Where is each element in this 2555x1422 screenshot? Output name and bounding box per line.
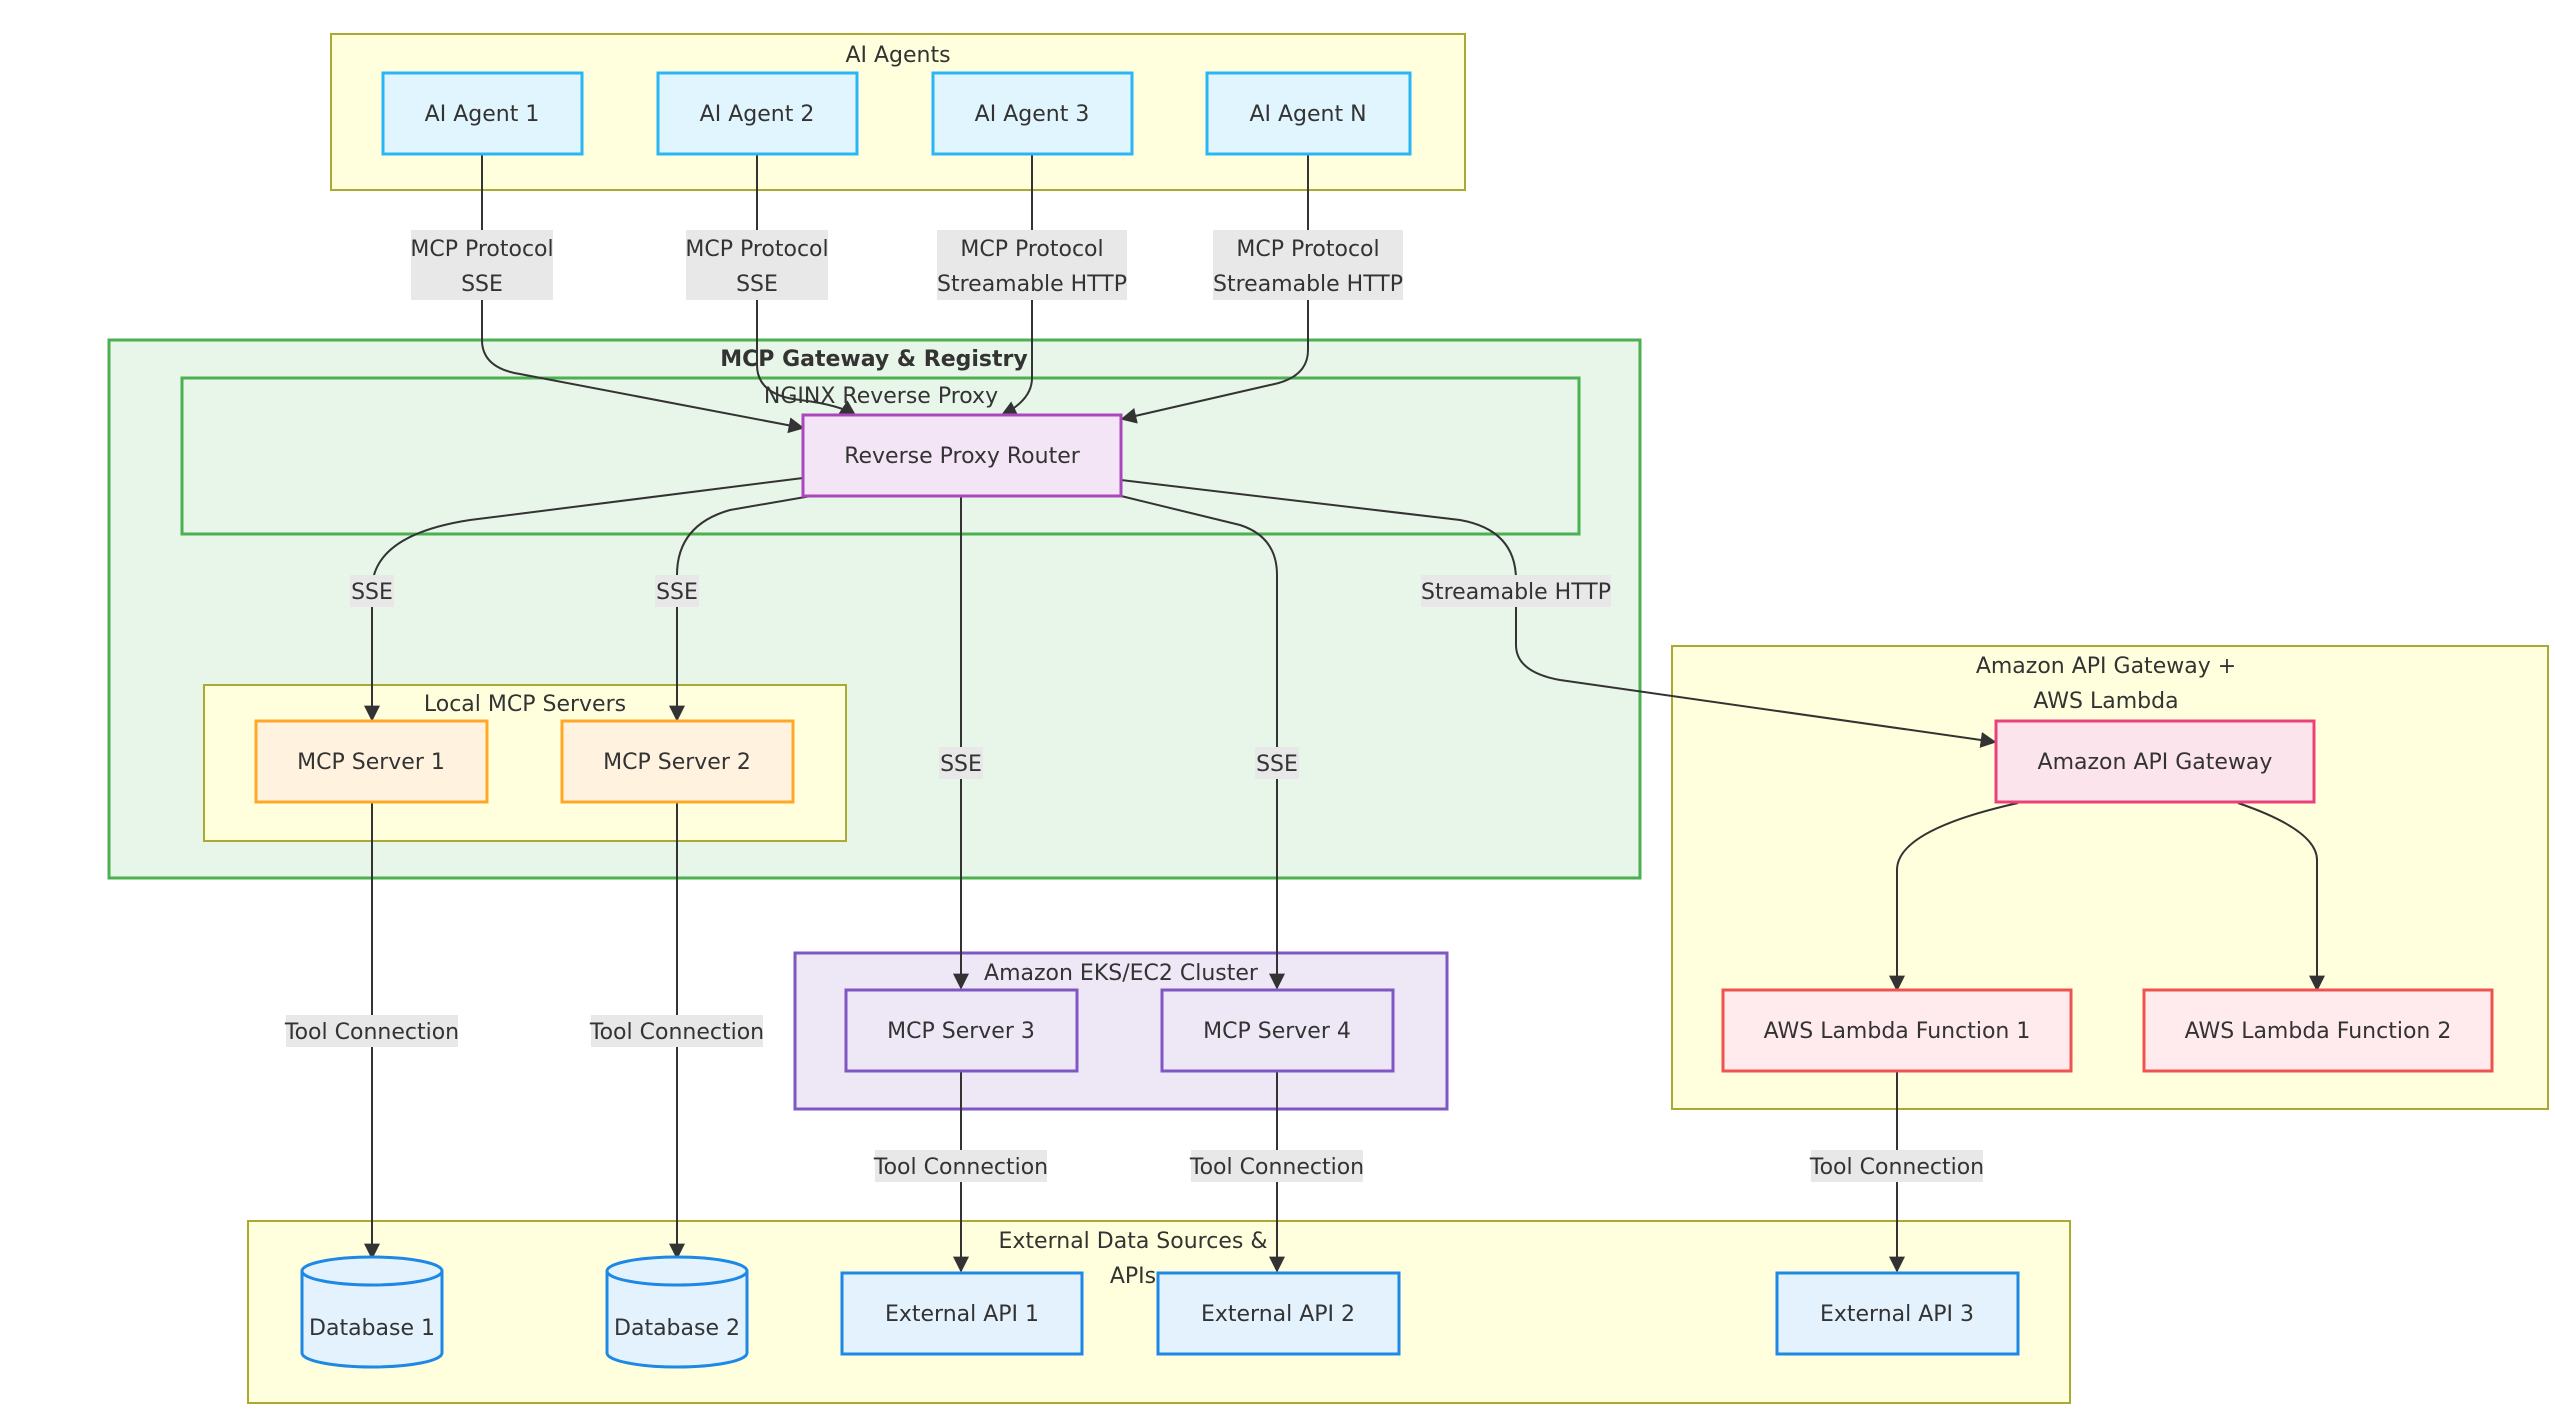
- edge-agent1-router: [481, 155, 805, 434]
- node-label: MCP Server 1: [297, 750, 445, 775]
- edge-label-streamable-http: Streamable HTTP: [937, 272, 1127, 297]
- edge-label-tool-connection: Tool Connection: [284, 1020, 459, 1045]
- edge-label-tool-connection: Tool Connection: [589, 1020, 764, 1045]
- node-label: Database 2: [614, 1316, 740, 1341]
- edge-label-agent2: MCP Protocol SSE: [685, 230, 829, 300]
- edge-label-streamable-http: Streamable HTTP: [1421, 580, 1611, 605]
- edge-label-sse: SSE: [656, 580, 698, 605]
- node-mcp-server-1: MCP Server 1: [254, 719, 489, 804]
- database-1-icon: Database 1: [300, 1255, 444, 1369]
- node-label: Amazon API Gateway: [2038, 750, 2273, 775]
- edge-label-tool-connection: Tool Connection: [1189, 1155, 1364, 1180]
- group-api-gateway-lambda-label-2: AWS Lambda: [2033, 689, 2178, 714]
- database-2-icon: Database 2: [605, 1255, 749, 1369]
- group-local-mcp-servers-label: Local MCP Servers: [424, 692, 626, 717]
- edge-label-sse: SSE: [461, 272, 503, 297]
- node-label: AWS Lambda Function 1: [1764, 1019, 2031, 1044]
- edge-label-tool-connection: Tool Connection: [1809, 1155, 1984, 1180]
- node-label: Reverse Proxy Router: [844, 444, 1081, 469]
- edge-router-server4: [1120, 495, 1285, 990]
- edge-label-server1-db1: Tool Connection: [284, 1015, 459, 1047]
- edge-label-server4-api2: Tool Connection: [1189, 1150, 1364, 1182]
- edge-router-server2: [669, 495, 812, 722]
- group-nginx-label: NGINX Reverse Proxy: [764, 384, 998, 409]
- node-label: AI Agent 2: [700, 102, 815, 127]
- edge-agent3-router: [1000, 155, 1033, 416]
- edge-label-sse: SSE: [351, 580, 393, 605]
- node-label: External API 1: [885, 1302, 1039, 1327]
- edge-label-server3-api1: Tool Connection: [873, 1150, 1048, 1182]
- edge-label-mcp-protocol: MCP Protocol: [410, 237, 553, 262]
- edge-label-agentN: MCP Protocol Streamable HTTP: [1213, 230, 1403, 300]
- node-mcp-server-2: MCP Server 2: [560, 719, 795, 804]
- edge-agentN-router: [1120, 155, 1309, 424]
- node-external-api-2: External API 2: [1156, 1271, 1401, 1356]
- edge-label-mcp-protocol: MCP Protocol: [1236, 237, 1379, 262]
- edge-label-agent3: MCP Protocol Streamable HTTP: [937, 230, 1127, 300]
- edge-label-agent1: MCP Protocol SSE: [410, 230, 554, 300]
- node-external-api-3: External API 3: [1775, 1271, 2020, 1356]
- node-ai-agent-3: AI Agent 3: [931, 71, 1134, 156]
- edge-label-mcp-protocol: MCP Protocol: [960, 237, 1103, 262]
- node-aws-lambda-function-2: AWS Lambda Function 2: [2142, 988, 2494, 1073]
- node-ai-agent-1: AI Agent 1: [381, 71, 584, 156]
- edge-label-server2-db2: Tool Connection: [589, 1015, 764, 1047]
- group-ai-agents-label: AI Agents: [845, 43, 950, 68]
- group-external-label-1: External Data Sources &: [999, 1229, 1268, 1254]
- edge-label-mcp-protocol: MCP Protocol: [685, 237, 828, 262]
- edge-label-router-server1: SSE: [350, 575, 394, 607]
- node-label: MCP Server 4: [1203, 1019, 1351, 1044]
- node-label: AI Agent 1: [425, 102, 540, 127]
- node-label: Database 1: [309, 1316, 435, 1341]
- edge-label-sse: SSE: [736, 272, 778, 297]
- edge-label-router-server3: SSE: [939, 747, 983, 779]
- node-external-api-1: External API 1: [840, 1271, 1084, 1356]
- node-label: AI Agent N: [1249, 102, 1366, 127]
- node-label: External API 3: [1820, 1302, 1974, 1327]
- group-mcp-gateway-registry-label: MCP Gateway & Registry: [720, 347, 1027, 372]
- edge-apigw-lambda1: [1889, 802, 2019, 992]
- edge-label-tool-connection: Tool Connection: [873, 1155, 1048, 1180]
- node-aws-lambda-function-1: AWS Lambda Function 1: [1721, 988, 2073, 1073]
- edge-label-lambda1-api3: Tool Connection: [1809, 1150, 1984, 1182]
- group-external-label-2: APIs: [1110, 1264, 1156, 1289]
- edge-label-router-server4: SSE: [1255, 747, 1299, 779]
- edge-label-streamable-http: Streamable HTTP: [1213, 272, 1403, 297]
- node-label: AI Agent 3: [975, 102, 1090, 127]
- edge-label-router-server2: SSE: [655, 575, 699, 607]
- edge-label-sse: SSE: [1256, 752, 1298, 777]
- node-reverse-proxy-router: Reverse Proxy Router: [801, 413, 1123, 498]
- node-mcp-server-3: MCP Server 3: [844, 988, 1079, 1073]
- node-label: MCP Server 3: [887, 1019, 1035, 1044]
- node-ai-agent-n: AI Agent N: [1205, 71, 1412, 156]
- edge-apigw-lambda2: [2237, 802, 2325, 992]
- node-mcp-server-4: MCP Server 4: [1160, 988, 1395, 1073]
- node-label: MCP Server 2: [603, 750, 751, 775]
- node-label: AWS Lambda Function 2: [2185, 1019, 2452, 1044]
- edge-agent2-router: [756, 155, 857, 416]
- edge-label-router-apigw: Streamable HTTP: [1421, 575, 1611, 607]
- node-amazon-api-gateway: Amazon API Gateway: [1994, 719, 2316, 804]
- node-ai-agent-2: AI Agent 2: [656, 71, 859, 156]
- node-label: External API 2: [1201, 1302, 1355, 1327]
- edge-label-sse: SSE: [940, 752, 982, 777]
- group-api-gateway-lambda-label-1: Amazon API Gateway +: [1976, 654, 2236, 679]
- group-eks-cluster-label: Amazon EKS/EC2 Cluster: [984, 961, 1259, 986]
